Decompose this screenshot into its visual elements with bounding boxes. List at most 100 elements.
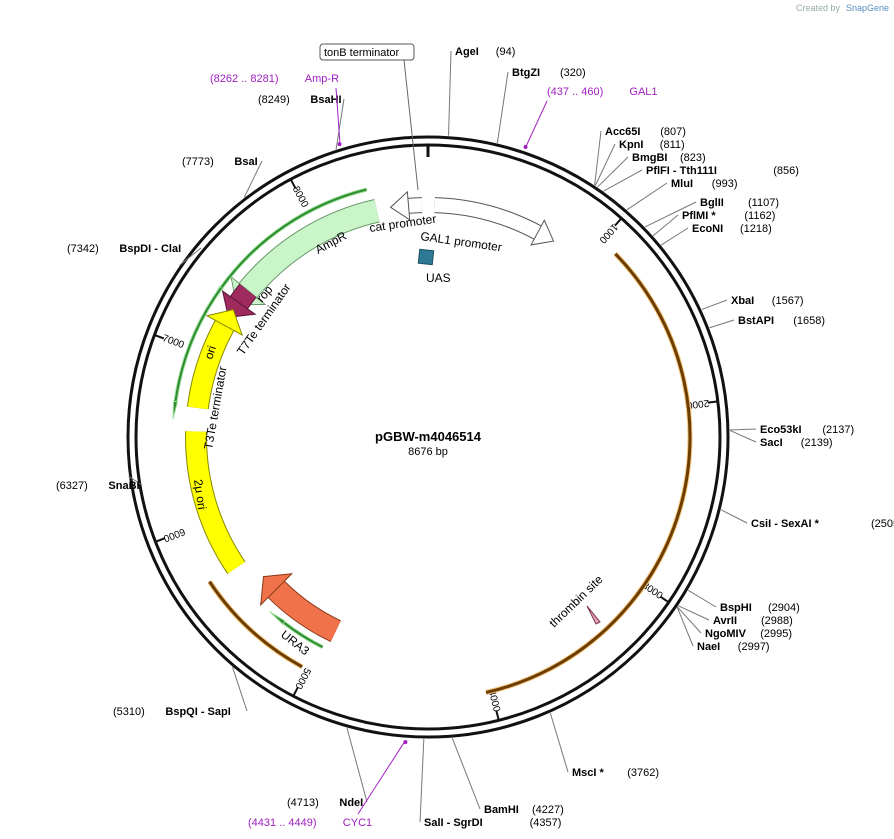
site-leader [709, 319, 735, 329]
site-position: (3762) [627, 767, 659, 779]
site-name: BsaI [234, 156, 257, 168]
site-leader [676, 607, 694, 647]
site-leader [549, 712, 569, 773]
site-position: (993) [712, 178, 738, 190]
site-position: (320) [560, 67, 586, 79]
site-label: NaeI(2997) [697, 641, 770, 653]
site-name: PflMI * [682, 210, 716, 222]
site-leader [128, 475, 143, 486]
uas-feature [417, 248, 435, 266]
site-label: KpnI (811) [619, 139, 685, 151]
orf2-feature [208, 580, 303, 669]
site-label: SacI (2139) [760, 437, 833, 449]
site-label: BstAPI(1658) [738, 315, 825, 327]
primer-name: Amp-R [305, 73, 339, 85]
site-leader [448, 50, 452, 136]
ori-feature-head [205, 309, 244, 337]
primer-label: (4431 .. 4449)CYC1 [248, 817, 372, 829]
site-label: BsaHI(8249) [258, 94, 342, 106]
thrombin-site-feature [586, 605, 601, 625]
site-position: (2137) [822, 424, 854, 436]
site-position: (811) [660, 139, 685, 151]
green-arrow-ori [174, 287, 223, 402]
feature-label-tonb-terminator: tonB terminator [324, 47, 400, 59]
site-position: (1218) [740, 223, 772, 235]
site-label: BspQI - SapI(5310) [113, 706, 231, 718]
plasmid-name: pGBW-m4046514 [375, 429, 482, 444]
site-position: (2997) [738, 641, 770, 653]
site-label: CsiI - SexAI * (2505) [751, 518, 894, 530]
primers: (8262 .. 8281)Amp-R(437 .. 460)GAL1(4431… [210, 73, 658, 829]
backbone-outer [126, 135, 730, 739]
site-leader [626, 182, 668, 211]
feature-label-ori: ori [202, 344, 219, 361]
bp-tick [289, 178, 297, 189]
site-leader [346, 727, 368, 803]
site-name: SacI [760, 437, 783, 449]
site-position: (94) [496, 46, 516, 58]
site-label: EcoNI(1218) [692, 223, 772, 235]
site-label: PflFI - Tth111I(856) [646, 165, 799, 177]
site-leader [677, 606, 702, 634]
site-leader [594, 130, 602, 186]
site-leader [687, 589, 717, 608]
site-leader [660, 227, 689, 246]
site-leader [179, 247, 202, 266]
site-name: NgoMIV [705, 628, 747, 640]
site-leader [335, 98, 345, 150]
site-name: NdeI [339, 797, 363, 809]
site-name: SalI - SgrDI [424, 817, 483, 829]
cat-promoter-feature-head [389, 190, 411, 221]
bp-tick [707, 400, 718, 404]
site-position: (2139) [801, 437, 833, 449]
ampr-feature [239, 199, 380, 298]
site-name: BspQI - SapI [165, 706, 230, 718]
site-name: BtgZI [512, 67, 540, 79]
site-label: SalI - SgrDI (4357) [424, 817, 561, 829]
site-label: MscI *(3762) [572, 767, 659, 779]
primer-range: (8262 .. 8281) [210, 73, 279, 85]
credit-prefix: Created by [796, 3, 841, 13]
site-position: (1658) [793, 315, 825, 327]
gal1-promoter-feature-head [530, 219, 555, 246]
site-position: (2505) [871, 518, 894, 530]
bp-tick-label: 1000 [596, 221, 619, 245]
green-arrow-ori-head [172, 400, 179, 420]
site-label: Acc65I (807) [605, 126, 686, 138]
site-position: (7342) [67, 243, 99, 255]
rop-feature [230, 284, 256, 309]
site-position: (2988) [761, 615, 793, 627]
site-leader [729, 428, 757, 431]
site-label: Eco53kI(2137) [760, 424, 854, 436]
site-position: (823) [680, 152, 706, 164]
site-name: BsaHI [310, 94, 341, 106]
site-label: BmgBI (823) [632, 152, 706, 164]
primer-leader [357, 739, 406, 815]
site-label: BsaI(7773) [182, 156, 258, 168]
bp-tick [154, 334, 165, 340]
site-leader [652, 214, 679, 237]
site-name: MluI [671, 178, 693, 190]
site-name: CsiI - SexAI * [751, 518, 820, 530]
primer-mark [403, 740, 408, 745]
site-name: KpnI [619, 139, 643, 151]
primer-name: GAL1 [629, 86, 657, 98]
bp-tick [614, 217, 623, 227]
ori-feature [187, 320, 234, 410]
site-position: (1107) [748, 197, 779, 209]
site-name: SnaBI [108, 480, 139, 492]
bp-tick [495, 710, 500, 721]
site-label: SnaBI(6327) [56, 480, 140, 492]
site-label: MluI (993) [671, 178, 737, 190]
bp-tick-label: 5000 [292, 666, 312, 691]
site-position: (1162) [744, 210, 775, 222]
primer-range: (4431 .. 4449) [248, 817, 317, 829]
site-label: AgeI(94) [455, 46, 515, 58]
tonb-terminator-box [319, 43, 415, 61]
site-name: Acc65I [605, 126, 640, 138]
bp-tick-label: 6000 [161, 525, 186, 543]
cat-promoter-feature [407, 198, 423, 213]
site-name: BmgBI [632, 152, 667, 164]
site-position: (4357) [530, 817, 562, 829]
site-position: (807) [660, 126, 686, 138]
